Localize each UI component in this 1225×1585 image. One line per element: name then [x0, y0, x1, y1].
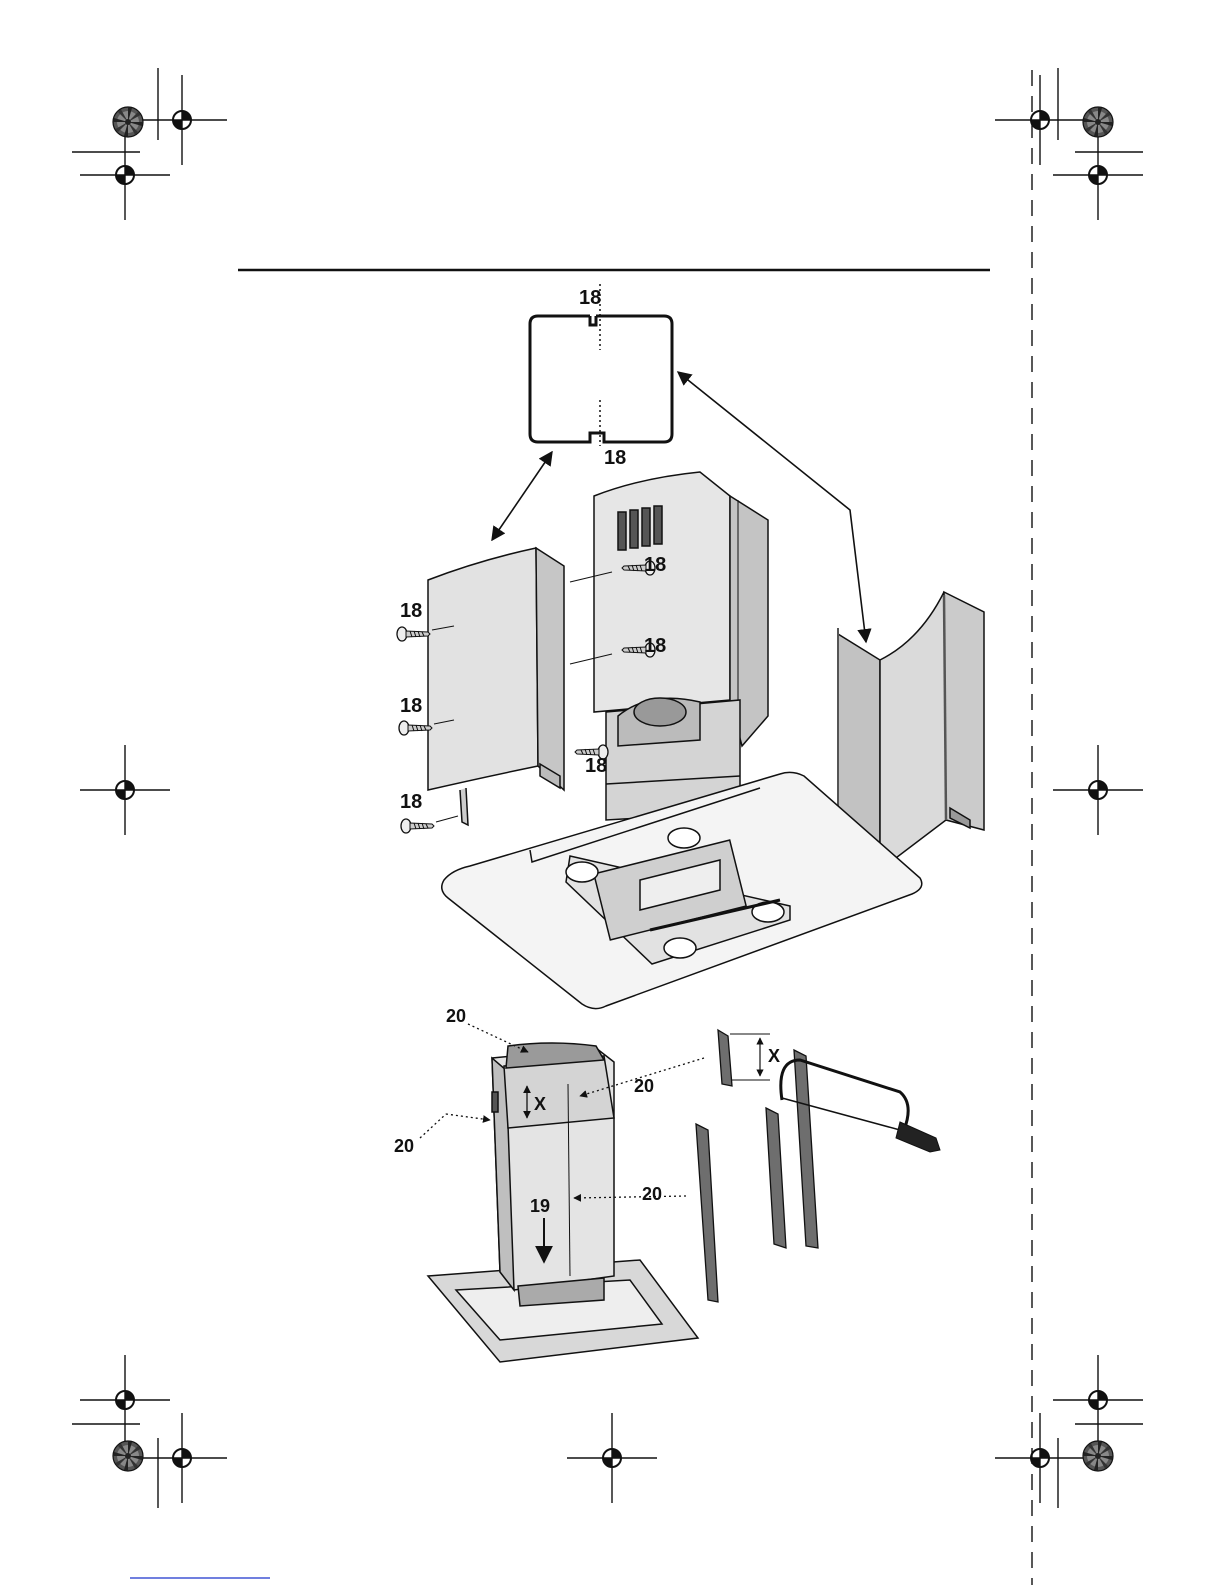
color-wheel-icon: [113, 107, 143, 137]
color-wheel-icon: [1083, 107, 1113, 137]
registration-mark-icon: [80, 745, 170, 835]
callout-20-lower: 20: [642, 1184, 662, 1204]
callout-18-body-1: 18: [644, 554, 666, 576]
callout-18-body-2: 18: [644, 635, 666, 657]
registration-mark-icon: [137, 75, 227, 165]
screw-icon: [401, 819, 434, 833]
registration-mark-icon: [80, 1355, 170, 1445]
front-cover-panel: [428, 548, 564, 825]
registration-mark-icon: [567, 1413, 657, 1503]
callout-19: 19: [530, 1196, 550, 1216]
dim-x-label-chimney: X: [534, 1094, 546, 1114]
registration-mark-icon: [995, 75, 1085, 165]
callout-20-middle: 20: [634, 1076, 654, 1096]
chimney-body: [594, 472, 768, 820]
registration-mark-icon: [137, 1413, 227, 1503]
dim-x-label-strip: X: [768, 1046, 780, 1066]
registration-mark-icon: [1053, 745, 1143, 835]
screw-icon: [399, 721, 432, 735]
registration-mark-icon: [1053, 1355, 1143, 1445]
callout-18-left-3: 18: [400, 791, 422, 813]
joint-strips: [696, 1030, 818, 1302]
callout-20-left: 20: [394, 1136, 414, 1156]
color-wheel-icon: [113, 1441, 143, 1471]
registration-mark-icon: [995, 1413, 1085, 1503]
callout-20-top: 20: [446, 1006, 466, 1026]
callout-18-body-3: 18: [585, 755, 607, 777]
callout-18-left-1: 18: [400, 600, 422, 622]
registration-mark-icon: [1053, 130, 1143, 220]
screw-icon: [397, 627, 430, 641]
registration-mark-icon: [80, 130, 170, 220]
arrow-section-to-front-panel: [492, 452, 552, 540]
callout-18-left-2: 18: [400, 695, 422, 717]
chimney-cross-section: 18 18: [530, 284, 672, 469]
callout-18-bottom: 18: [604, 447, 626, 469]
callout-18-top: 18: [579, 287, 601, 309]
color-wheel-icon: [1083, 1441, 1113, 1471]
